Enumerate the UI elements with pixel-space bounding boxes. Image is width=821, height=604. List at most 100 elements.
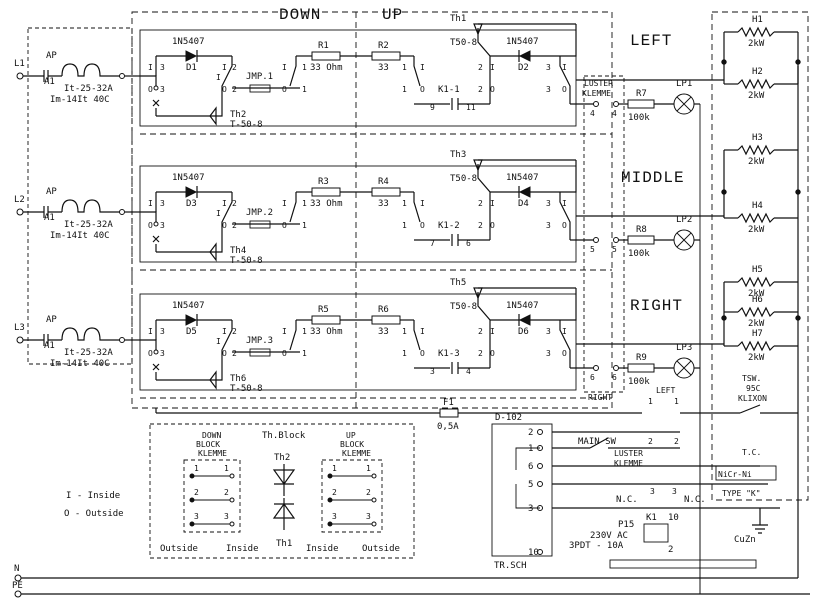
pin-io: I bbox=[420, 327, 425, 336]
relay-pin-r: 4 bbox=[466, 367, 471, 376]
breaker-rating: It-25-32A bbox=[64, 348, 113, 358]
d102-pin-label: 10 bbox=[528, 548, 539, 558]
lamp-resistor bbox=[627, 99, 655, 109]
d102-pin-label: 3 bbox=[528, 504, 533, 514]
breaker-trip-element bbox=[48, 63, 122, 77]
pin-io: I bbox=[148, 199, 153, 208]
resistor-a-name: R3 bbox=[318, 177, 329, 187]
phase-label: L2 bbox=[14, 195, 25, 205]
pin-io: I bbox=[148, 63, 153, 72]
pin-num: 2 bbox=[478, 327, 483, 336]
lk-term-1b: 1 bbox=[674, 397, 679, 406]
pin-num: 3 bbox=[546, 63, 551, 72]
heater-name: H3 bbox=[752, 133, 763, 143]
resistor-a bbox=[311, 315, 341, 325]
lk-term-1a: 1 bbox=[648, 397, 653, 406]
lamp-resistor bbox=[627, 363, 655, 373]
heater-name: H4 bbox=[752, 201, 763, 211]
header-up: UP bbox=[382, 6, 403, 24]
pin-num: 2 bbox=[478, 63, 483, 72]
breaker-im: Im-14It 40C bbox=[50, 231, 110, 241]
pin-num: 3 bbox=[160, 221, 165, 230]
block-title: BLOCK bbox=[196, 440, 220, 449]
heater-name: H5 bbox=[752, 265, 763, 275]
resistor-b-name: R2 bbox=[378, 41, 389, 51]
pin-num: 2 bbox=[478, 199, 483, 208]
luster-term-a: 6 bbox=[590, 373, 595, 382]
tc-2: NiCr-Ni bbox=[718, 470, 752, 479]
thermostat-enclosure bbox=[131, 11, 613, 409]
heater-element bbox=[737, 306, 775, 318]
relay-name: P15 bbox=[618, 520, 634, 530]
pin-io: O bbox=[420, 221, 425, 230]
resistor-b-value: 33 bbox=[378, 327, 389, 337]
luster-term-a: 5 bbox=[590, 245, 595, 254]
heater-name: H6 bbox=[752, 295, 763, 305]
lamp-resistor-value: 100k bbox=[628, 113, 650, 123]
triac-bottom-name: Th6 bbox=[230, 374, 246, 384]
pin-io: O bbox=[420, 349, 425, 358]
breaker-a1: A1 bbox=[44, 213, 55, 223]
luster-klemme2-a: LUSTER bbox=[614, 449, 643, 458]
breaker-ap: AP bbox=[46, 51, 57, 61]
legend-inside-def: I - Inside bbox=[66, 491, 120, 501]
pin-io: I bbox=[562, 199, 567, 208]
heater-element bbox=[737, 78, 775, 90]
resistor-a bbox=[311, 51, 341, 61]
d102-pin bbox=[537, 549, 543, 555]
pin-io: O bbox=[490, 349, 495, 358]
pin-io: O bbox=[148, 349, 153, 358]
pin-io: I bbox=[282, 199, 287, 208]
resistor-b-name: R6 bbox=[378, 305, 389, 315]
tc-1: T.C. bbox=[742, 448, 761, 457]
heater-name: H7 bbox=[752, 329, 763, 339]
pin-io: I bbox=[148, 327, 153, 336]
klixon-1: TSW. bbox=[742, 374, 761, 383]
legend-row-num: 3 bbox=[366, 512, 371, 521]
relay-pin-l: 3 bbox=[430, 367, 435, 376]
phase-label: L3 bbox=[14, 323, 25, 333]
heater-power: 2kW bbox=[748, 225, 765, 235]
pin-num: 3 bbox=[546, 349, 551, 358]
luster-klemme2-b: KLEMME bbox=[614, 459, 643, 468]
diode-in-name: D5 bbox=[186, 327, 197, 337]
klemme-label: KLEMME bbox=[582, 89, 611, 98]
lamp-resistor-value: 100k bbox=[628, 249, 650, 259]
resistor-b-value: 33 bbox=[378, 63, 389, 73]
pin-num: 1 bbox=[302, 85, 307, 94]
pin-num: 1 bbox=[402, 221, 407, 230]
heater-power: 2kW bbox=[748, 91, 765, 101]
diode-in-name: D3 bbox=[186, 199, 197, 209]
pin-num: 3 bbox=[160, 63, 165, 72]
diode-out-type: 1N5407 bbox=[506, 173, 539, 183]
triac-module bbox=[139, 29, 577, 127]
header-left: LEFT bbox=[630, 32, 672, 50]
pin-io: O bbox=[562, 85, 567, 94]
nc-term-1: 3 bbox=[650, 487, 655, 496]
resistor-a-name: R5 bbox=[318, 305, 329, 315]
pin-io: O bbox=[222, 85, 227, 94]
pin-io: O bbox=[490, 85, 495, 94]
pin-io: I bbox=[222, 63, 227, 72]
phase-terminal bbox=[16, 72, 24, 80]
pin-io: O bbox=[562, 349, 567, 358]
resistor-a-value: 33 Ohm bbox=[310, 199, 343, 209]
pin-io: O bbox=[282, 221, 287, 230]
pin-io: O bbox=[282, 85, 287, 94]
pin-io: O bbox=[222, 221, 227, 230]
relay-contact-name: K1-2 bbox=[438, 221, 460, 231]
heater-enclosure bbox=[711, 11, 809, 501]
heater-power: 2kW bbox=[748, 289, 765, 299]
breaker-trip-element bbox=[48, 327, 122, 341]
heater-element bbox=[737, 276, 775, 288]
resistor-b-value: 33 bbox=[378, 199, 389, 209]
pin-io: O bbox=[148, 221, 153, 230]
nc-label-1: N.C. bbox=[616, 495, 638, 505]
n-terminal bbox=[14, 574, 22, 582]
pin-io: O bbox=[562, 221, 567, 230]
relay-coil-name: K1 bbox=[646, 513, 657, 523]
triac-bottom-type: T-50-8 bbox=[230, 120, 263, 130]
pin-num: 1 bbox=[402, 85, 407, 94]
pin-num: 3 bbox=[546, 327, 551, 336]
